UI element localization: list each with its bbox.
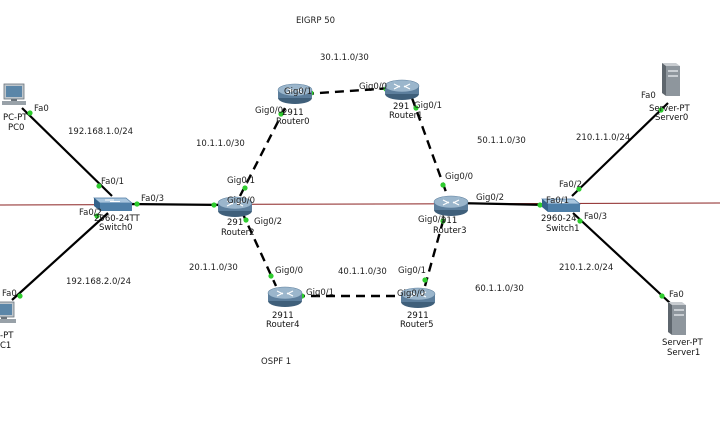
switch0-name-label: Switch0 bbox=[99, 223, 133, 233]
router0-model-label: 2911 bbox=[282, 108, 304, 118]
port-label: Fa0/2 bbox=[559, 180, 582, 190]
router4-icon[interactable] bbox=[267, 286, 303, 308]
router3-model-label: 911 bbox=[441, 216, 457, 226]
pc0-model-label: PC-PT bbox=[3, 113, 28, 123]
port-label: Gig0/0 bbox=[397, 289, 425, 299]
port-label: Fa0/3 bbox=[141, 194, 164, 204]
port-label: Gig0/1 bbox=[227, 176, 255, 186]
network-label: 210.1.1.0/24 bbox=[576, 133, 630, 143]
switch1-name-label: Switch1 bbox=[546, 224, 580, 234]
port-label: Fa0/3 bbox=[584, 212, 607, 222]
port-label: Fa0 bbox=[641, 91, 656, 101]
network-label: 40.1.1.0/30 bbox=[338, 267, 387, 277]
network-label: 60.1.1.0/30 bbox=[475, 284, 524, 294]
link-switch1-server1[interactable] bbox=[572, 212, 671, 304]
network-label: 10.1.1.0/30 bbox=[196, 139, 245, 149]
port-label: Gig0/1 bbox=[398, 266, 426, 276]
server0-icon[interactable] bbox=[662, 63, 680, 96]
router5-name-label: Router5 bbox=[400, 320, 434, 330]
pc1-model-label: -PT bbox=[0, 331, 14, 341]
router3-name-label: Router3 bbox=[433, 226, 467, 236]
pc0-icon[interactable] bbox=[1, 83, 27, 106]
link-router1-router3[interactable] bbox=[410, 97, 448, 193]
server1-model-label: Server-PT bbox=[662, 338, 704, 348]
network-label: 192.168.2.0/24 bbox=[66, 277, 131, 287]
server1-icon[interactable] bbox=[668, 302, 686, 335]
link-switch1-server0[interactable] bbox=[571, 102, 669, 197]
port-label: Gig0/0 bbox=[445, 172, 473, 182]
network-label: 210.1.2.0/24 bbox=[559, 263, 613, 273]
port-label: Gig0/1 bbox=[418, 215, 446, 225]
port-label: Gig0/0 bbox=[227, 196, 255, 206]
server1-name-label: Server1 bbox=[667, 348, 700, 358]
pc0-name-label: PC0 bbox=[8, 123, 24, 133]
router1-name-label: Router1 bbox=[389, 111, 423, 121]
ospf-title: OSPF 1 bbox=[261, 357, 291, 367]
port-label: Fa0 bbox=[34, 104, 49, 114]
link-router3-switch1[interactable] bbox=[454, 201, 549, 207]
link-pc0-switch0[interactable] bbox=[21, 107, 113, 197]
router2-name-label: Router2 bbox=[221, 228, 255, 238]
link-router2-router0[interactable] bbox=[238, 107, 287, 197]
port-label: Gig0/2 bbox=[254, 217, 282, 227]
link-switch0-router2[interactable] bbox=[127, 202, 227, 207]
router3-icon[interactable] bbox=[433, 195, 469, 217]
network-label: 192.168.1.0/24 bbox=[68, 127, 133, 137]
port-label: Fa0 bbox=[2, 289, 17, 299]
port-label: Gig0/0 bbox=[255, 106, 283, 116]
network-label: 20.1.1.0/30 bbox=[189, 263, 238, 273]
eigrp-title: EIGRP 50 bbox=[296, 16, 335, 26]
link-pc1-switch0[interactable] bbox=[11, 212, 109, 301]
pc1-icon[interactable] bbox=[0, 301, 17, 324]
port-label: Fa0/2 bbox=[79, 208, 102, 218]
router0-name-label: Router0 bbox=[276, 117, 310, 127]
switch0-model-label: 2960-24TT bbox=[94, 214, 141, 224]
router1-icon[interactable] bbox=[384, 79, 420, 101]
router1-model-label: 291 bbox=[393, 102, 409, 112]
port-label: Fa0 bbox=[669, 290, 684, 300]
port-label: Gig0/1 bbox=[306, 288, 334, 298]
port-label: Gig0/1 bbox=[414, 101, 442, 111]
port-label: Gig0/2 bbox=[476, 193, 504, 203]
network-label: 30.1.1.0/30 bbox=[320, 53, 369, 63]
router4-model-label: 2911 bbox=[272, 311, 294, 321]
port-label: Gig0/0 bbox=[275, 266, 303, 276]
router5-model-label: 2911 bbox=[407, 311, 429, 321]
port-label: Fa0/1 bbox=[101, 177, 124, 187]
server0-name-label: Server0 bbox=[655, 113, 688, 123]
pc1-name-label: C1 bbox=[0, 341, 11, 351]
switch1-model-label: 2960-24 bbox=[541, 214, 577, 224]
port-label: Fa0/1 bbox=[546, 196, 569, 206]
link-router5-router3[interactable] bbox=[423, 213, 447, 287]
port-label: Gig0/0 bbox=[359, 82, 387, 92]
network-label: 50.1.1.0/30 bbox=[477, 136, 526, 146]
router4-name-label: Router4 bbox=[266, 320, 300, 330]
router2-model-label: 291 bbox=[227, 218, 243, 228]
server0-model-label: Server-PT bbox=[649, 104, 691, 114]
port-label: Gig0/1 bbox=[284, 87, 312, 97]
